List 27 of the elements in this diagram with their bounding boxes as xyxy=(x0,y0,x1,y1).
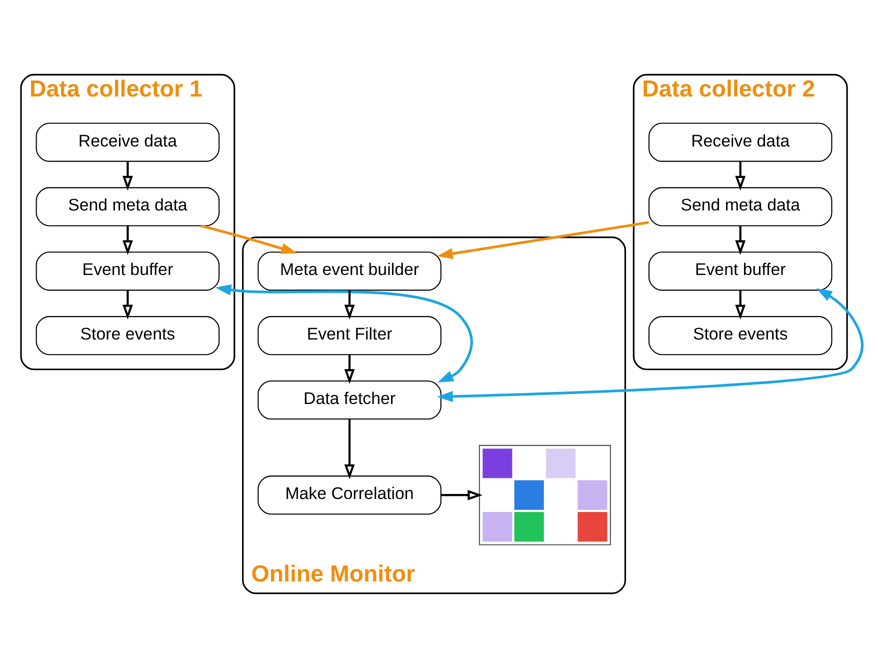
arrow xyxy=(436,221,649,260)
arrow xyxy=(200,224,298,254)
node-box: Send meta data xyxy=(36,187,220,226)
node-box: Meta event builder xyxy=(258,252,442,291)
node-box: Event buffer xyxy=(648,252,832,291)
arrow xyxy=(122,161,133,191)
node-box: Event buffer xyxy=(36,252,220,291)
node-box: Send meta data xyxy=(648,187,832,226)
node-box: Store events xyxy=(648,316,832,356)
arrow xyxy=(344,354,355,384)
arrow xyxy=(735,161,746,191)
node-box: Store events xyxy=(36,316,220,356)
node-box: Receive data xyxy=(36,122,220,162)
node-box: Data fetcher xyxy=(258,380,442,420)
arrow xyxy=(344,419,355,480)
arrow xyxy=(122,226,133,256)
arrow xyxy=(122,290,133,320)
picture xyxy=(478,444,611,546)
arrow xyxy=(735,226,746,256)
arrow xyxy=(215,284,473,383)
node-box: Receive data xyxy=(648,122,832,162)
node-box: Make Correlation xyxy=(258,476,442,515)
arrow xyxy=(344,290,355,320)
arrow xyxy=(735,290,746,320)
node-box: Event Filter xyxy=(258,316,442,356)
arrow xyxy=(441,490,482,500)
arrow xyxy=(437,288,864,402)
